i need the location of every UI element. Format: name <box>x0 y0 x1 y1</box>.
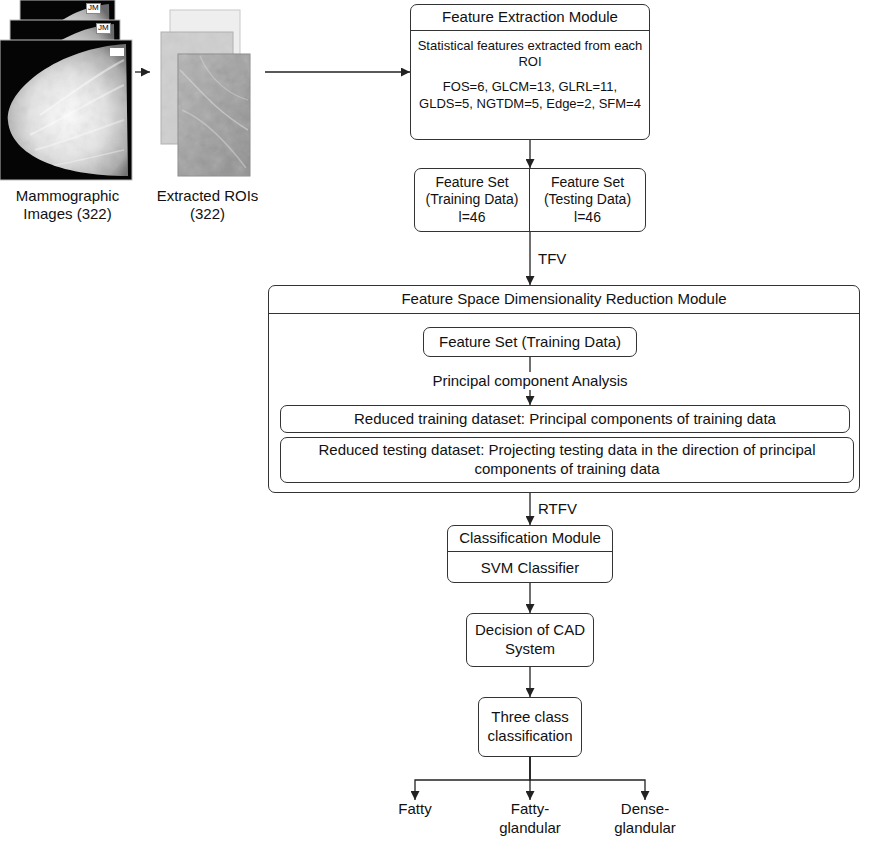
process-box: Reduced testing dataset: Projecting test… <box>280 437 854 483</box>
mammogram-image <box>0 40 132 180</box>
process-box: Reduced training dataset: Principal comp… <box>280 405 850 433</box>
node-body-text: FOS=6, GLCM=13, GLRL=11, GLDS=5, NGTDM=5… <box>411 72 649 114</box>
node-text: Feature Set (Training Data) <box>430 333 630 352</box>
node-text: Reduced testing dataset: Projecting test… <box>287 441 847 479</box>
process-box: Three class classification <box>478 697 582 757</box>
node-text: Fatty- glandular <box>490 800 570 838</box>
feature-set-box: Feature Set (Training Data) l=46Feature … <box>414 168 646 232</box>
roi-stack <box>161 10 250 176</box>
flow-arrow <box>135 71 150 72</box>
image-stack: Mammographic Images (322) <box>0 0 135 224</box>
flow-arrow <box>529 140 530 168</box>
node-text: Feature Set (Training Data) l=46 <box>415 169 530 231</box>
node-body-text: SVM Classifier <box>448 552 612 580</box>
process-box: Feature Set (Training Data) <box>423 327 637 357</box>
roi-strand <box>182 110 246 168</box>
node-text: Dense- glandular <box>605 800 685 838</box>
roi-strand <box>200 56 248 100</box>
node-text: Reduced training dataset: Principal comp… <box>287 410 843 429</box>
class-label: Dense- glandular <box>605 800 685 844</box>
flow-arrow <box>529 232 530 285</box>
tissue-grain <box>0 40 132 180</box>
image-frame <box>0 40 132 180</box>
node-text: Feature Extraction Module <box>411 5 649 31</box>
node-text: Mammographic Images (322) <box>0 187 135 225</box>
edge-label: Principal component Analysis <box>429 372 630 390</box>
node-text: Extracted ROIs (322) <box>150 187 265 225</box>
film-marker-label: JM <box>86 3 101 14</box>
film-marker-label: JM <box>96 23 111 34</box>
flow-arrow <box>265 71 410 72</box>
tissue-strand <box>50 150 124 166</box>
flow-arrow <box>529 493 530 525</box>
tissue-texture <box>0 40 132 180</box>
film-marker <box>110 48 124 56</box>
node-body-text: Statistical features extracted from each… <box>411 31 649 73</box>
node-text: Classification Module <box>448 526 612 552</box>
flow-arrow <box>415 757 530 800</box>
edge-label: TFV <box>538 250 566 268</box>
node-text: Three class classification <box>485 708 575 746</box>
tissue-strand <box>30 85 124 135</box>
flow-arrow <box>529 583 530 613</box>
node-text: Fatty <box>380 800 450 819</box>
tissue-strand <box>35 120 124 150</box>
process-box: Decision of CAD System <box>466 613 594 667</box>
flow-arrow <box>529 667 530 697</box>
roi-patch <box>178 54 250 176</box>
class-label: Fatty- glandular <box>490 800 570 844</box>
node-text: Feature Space Dimensionality Reduction M… <box>269 286 859 314</box>
flow-arrow <box>530 757 645 800</box>
node-body-text: Feature Set (Testing Data) l=46 <box>530 169 645 231</box>
node-text: Decision of CAD System <box>473 621 587 659</box>
module-box: Feature Extraction ModuleStatistical fea… <box>410 4 650 140</box>
edge-label: RTFV <box>538 500 577 518</box>
roi-grain <box>178 54 250 176</box>
roi-stack-node: Extracted ROIs (322) <box>150 0 265 224</box>
module-box: Classification ModuleSVM Classifier <box>447 525 613 583</box>
class-label: Fatty <box>380 800 450 844</box>
